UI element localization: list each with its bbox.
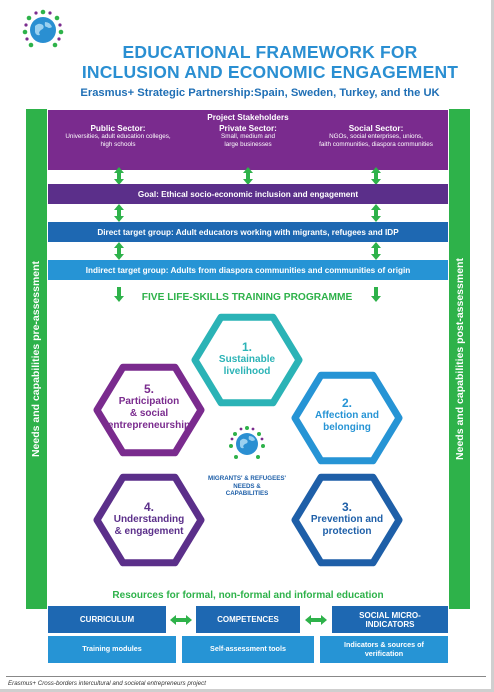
social-indicators-line-1: SOCIAL MICRO- [359, 610, 421, 620]
public-sector-desc-1: Universities, adult education colleges, [65, 133, 171, 140]
hexagon-5 [93, 363, 205, 457]
private-sector: Private Sector: Small, medium and large … [198, 124, 298, 148]
training-modules-box: Training modules [48, 636, 176, 663]
resources-title: Resources for formal, non-formal and inf… [112, 590, 384, 601]
indicators-box: Indicators & sources of verification [320, 636, 448, 663]
hexagon-1 [191, 313, 303, 407]
page-subtitle: Erasmus+ Strategic Partnership:Spain, Sw… [80, 87, 440, 99]
center-globe-icon [229, 426, 265, 459]
hex-2-line-2: belonging [323, 422, 371, 433]
goal-band: Goal: Ethical socio-economic inclusion a… [48, 184, 448, 204]
hex-2-number: 2. [341, 396, 352, 410]
indicators-line-1: Indicators & sources of [344, 640, 424, 649]
social-indicators-line-2: INDICATORS [365, 619, 415, 629]
center-line-2: NEEDS & [233, 482, 261, 490]
title-line-1: EDUCATIONAL FRAMEWORK FOR [122, 42, 418, 62]
programme-title: FIVE LIFE-SKILLS TRAINING PROGRAMME [141, 292, 353, 303]
stakeholders-box: Project Stakeholders Public Sector: Univ… [48, 110, 448, 170]
stakeholders-title: Project Stakeholders [207, 113, 289, 122]
footer-text: Erasmus+ Cross-borders intercultural and… [8, 680, 206, 687]
title-line-2: INCLUSION AND ECONOMIC ENGAGEMENT [81, 62, 459, 82]
public-sector-title: Public Sector: [90, 124, 146, 133]
globe-logo-icon [22, 9, 64, 48]
indirect-target-band: Indirect target group: Adults from diasp… [48, 260, 448, 280]
hex-5-number: 5. [143, 382, 154, 396]
hex-5-text: 5. Participation & social entrepreneursh… [99, 382, 199, 432]
double-arrow-icon [243, 167, 253, 185]
center-label: MIGRANTS' & REFUGEES' NEEDS & CAPABILITI… [202, 475, 292, 498]
hex-1-number: 1. [241, 340, 252, 354]
hex-1-text: 1. Sustainable livelihood [205, 340, 289, 378]
hex-4-line-2: & engagement [114, 526, 184, 537]
self-assessment-box: Self-assessment tools [182, 636, 314, 663]
competences-box: COMPETENCES [196, 606, 300, 633]
double-arrow-icon [114, 242, 124, 260]
center-line-3: CAPABILITIES [225, 490, 269, 497]
footer-divider [6, 676, 486, 677]
private-sector-title: Private Sector: [219, 124, 277, 133]
hex-3-text: 3. Prevention and protection [303, 500, 391, 538]
hex-3-line-1: Prevention and [310, 514, 384, 525]
hex-2-text: 2. Affection and belonging [305, 396, 389, 434]
social-sector-desc-2: faith communities, diaspora communities [319, 140, 433, 148]
direct-target-band: Direct target group: Adult educators wor… [48, 222, 448, 242]
hex-1-line-1: Sustainable [218, 354, 276, 365]
pre-assessment-bar: Needs and capabilities pre-assessment [26, 109, 47, 609]
double-arrow-icon [371, 242, 381, 260]
private-sector-desc-1: Small, medium and [221, 133, 275, 140]
hex-5-line-2: & social [129, 408, 169, 419]
hexagon-2 [291, 371, 403, 465]
hex-2-line-1: Affection and [315, 410, 379, 421]
curriculum-box: CURRICULUM [48, 606, 166, 633]
page-title: EDUCATIONAL FRAMEWORK FOR INCLUSION AND … [60, 42, 480, 82]
double-arrow-icon [371, 204, 381, 222]
social-sector-desc-1: NGOs, social enterprises, unions, [329, 133, 423, 140]
center-line-1: MIGRANTS' & REFUGEES' [208, 475, 286, 482]
indicators-line-2: verification [364, 648, 404, 658]
double-arrow-icon [114, 204, 124, 222]
social-sector: Social Sector: NGOs, social enterprises,… [304, 124, 448, 148]
social-sector-title: Social Sector: [348, 124, 404, 133]
double-arrow-icon [305, 615, 327, 625]
public-sector-desc-2: high schools [100, 140, 136, 148]
social-micro-indicators-box: SOCIAL MICRO- INDICATORS [332, 606, 448, 633]
hex-3-line-2: protection [322, 526, 372, 537]
double-arrow-icon [114, 167, 124, 185]
hex-5-line-3: entrepreneurship [107, 420, 191, 431]
private-sector-desc-2: large businesses [224, 140, 272, 148]
hex-1-line-2: livelihood [223, 366, 271, 377]
hexagon-4 [93, 473, 205, 567]
public-sector: Public Sector: Universities, adult educa… [50, 124, 186, 148]
hex-5-line-1: Participation [118, 396, 180, 407]
post-assessment-bar: Needs and capabilities post-assessment [449, 109, 470, 609]
hex-4-number: 4. [143, 500, 154, 514]
hex-4-line-1: Understanding [113, 514, 185, 525]
double-arrow-icon [371, 167, 381, 185]
hex-4-text: 4. Understanding & engagement [104, 500, 194, 538]
double-arrow-icon [170, 615, 192, 625]
hexagon-3 [291, 473, 403, 567]
hex-3-number: 3. [341, 500, 352, 514]
